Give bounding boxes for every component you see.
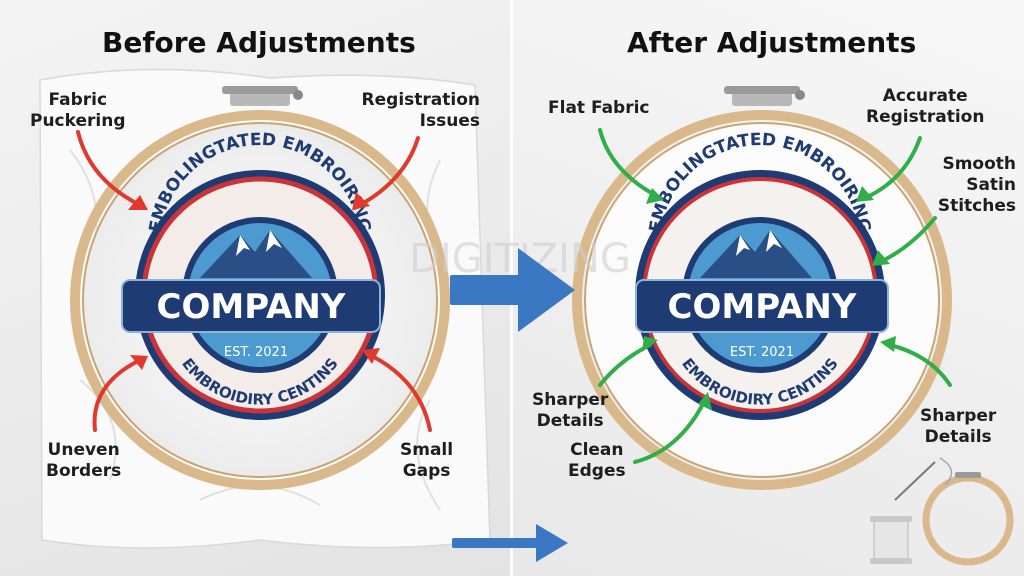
arrow-right-icon-bottom [452,524,568,562]
label-fabric-puckering: Fabric Puckering [30,90,126,131]
label-smooth-satin-stitches: Smooth Satin Stitches [937,154,1016,216]
patch-right-company: COMPANY [668,287,857,327]
patch-left [121,170,385,420]
hoop-icon [922,472,1014,566]
patch-left-company: COMPANY [157,287,346,327]
red-arrows [76,130,432,432]
needle-icon [894,457,953,501]
red-arrowheads [128,192,380,370]
label-clean-edges: Clean Edges [568,440,626,481]
label-uneven-borders: Uneven Borders [46,440,122,481]
label-sharper-details-left: Sharper Details [532,390,609,431]
before-title: Before Adjustments [102,26,416,59]
label-flat-fabric: Flat Fabric [548,98,650,118]
patch-right [635,170,889,420]
label-sharper-details-right: Sharper Details [920,406,997,447]
label-accurate-registration: Accurate Registration [866,86,985,127]
patch-right-est: EST. 2021 [730,345,794,360]
arrow-right-icon [450,248,575,332]
patch-left-est: EST. 2021 [224,345,288,360]
green-arrows [598,128,952,464]
after-title: After Adjustments [627,26,917,59]
green-arrowheads [642,186,896,410]
label-small-gaps: Small Gaps [400,440,454,481]
thread-spool-icon [870,516,912,564]
label-registration-issues: Registration Issues [361,90,480,131]
